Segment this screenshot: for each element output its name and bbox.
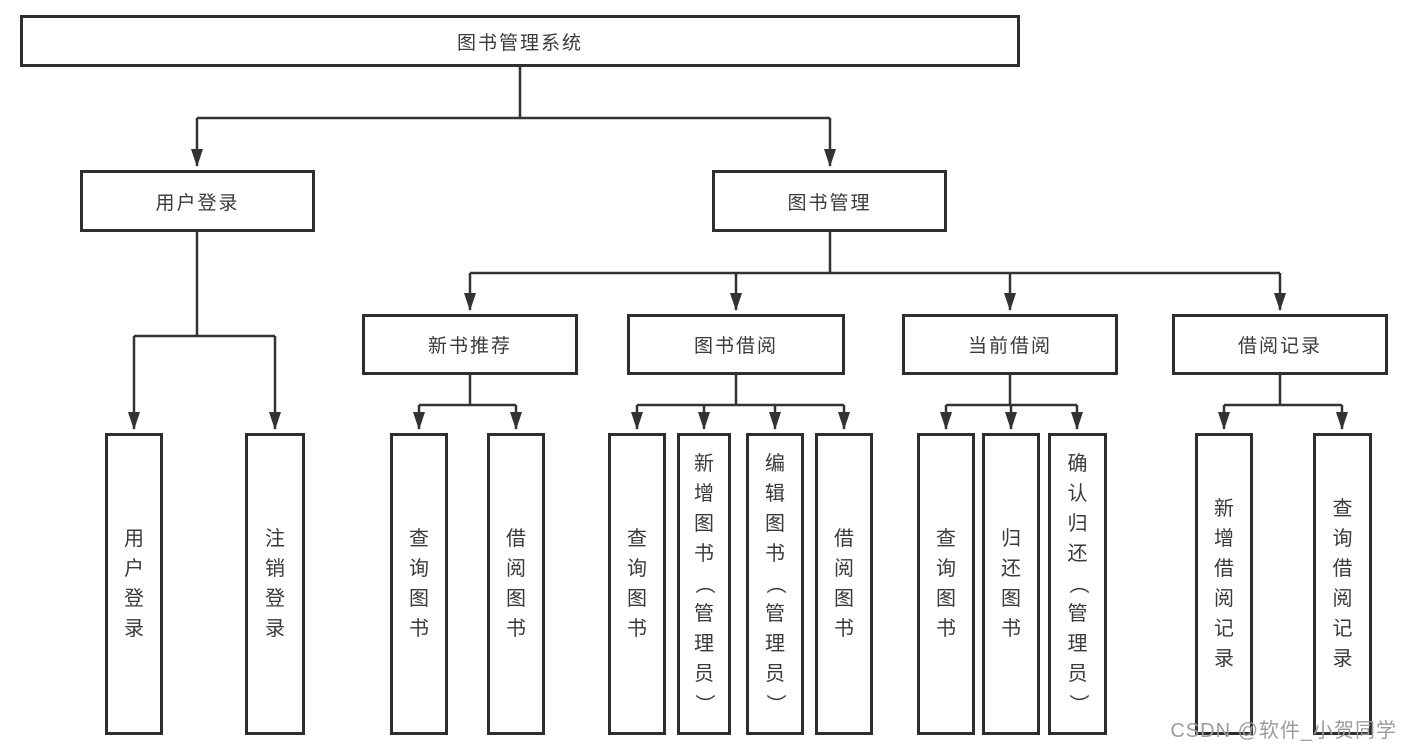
node-library-management-system: 图书管理系统 [20, 15, 1020, 67]
node-label: 新书推荐 [427, 336, 512, 357]
node-label: 借阅图书 [506, 528, 526, 640]
node-label: 借阅图书 [834, 528, 854, 640]
node-leaf-borrow-book-recommend: 借阅图书 [487, 433, 545, 735]
node-label: 用户登录 [124, 528, 144, 640]
node-label: 用户登录 [155, 192, 240, 214]
node-leaf-query-borrow-record: 查询借阅记录 [1313, 433, 1372, 735]
node-borrowing-records: 借阅记录 [1172, 314, 1388, 375]
node-user-login: 用户登录 [80, 170, 315, 232]
node-book-borrowing: 图书借阅 [627, 314, 845, 375]
node-leaf-borrow-book: 借阅图书 [815, 433, 873, 735]
node-new-book-recommend: 新书推荐 [362, 314, 578, 375]
node-label: 借阅记录 [1237, 336, 1322, 357]
node-label: 编辑图书（管理员） [764, 453, 786, 714]
node-leaf-user-login: 用户登录 [105, 433, 163, 735]
node-leaf-confirm-return-admin: 确认归还（管理员） [1048, 433, 1107, 735]
node-label: 当前借阅 [967, 336, 1052, 357]
node-label: 图书借阅 [693, 336, 778, 357]
node-leaf-logout: 注销登录 [245, 433, 305, 735]
watermark: CSDN @软件_小贺同学 [1170, 720, 1397, 742]
node-current-borrowing: 当前借阅 [902, 314, 1118, 375]
node-leaf-return-book: 归还图书 [982, 433, 1040, 735]
node-leaf-edit-book-admin: 编辑图书（管理员） [746, 433, 804, 735]
node-leaf-query-book-borrowing: 查询图书 [608, 433, 666, 735]
node-label: 图书管理 [787, 192, 872, 214]
node-label: 新增图书（管理员） [693, 453, 715, 714]
node-label: 查询借阅记录 [1332, 498, 1353, 670]
node-label: 查询图书 [627, 528, 647, 640]
node-leaf-query-book-current: 查询图书 [917, 433, 975, 735]
node-label: 新增借阅记录 [1214, 498, 1234, 670]
node-label: 查询图书 [409, 528, 429, 640]
node-label: 确认归还（管理员） [1066, 453, 1089, 714]
node-book-management: 图书管理 [712, 170, 947, 232]
node-label: 查询图书 [936, 528, 956, 640]
node-leaf-add-book-admin: 新增图书（管理员） [677, 433, 731, 735]
node-label: 归还图书 [1001, 528, 1021, 640]
node-label: 图书管理系统 [456, 32, 583, 54]
node-leaf-add-borrow-record: 新增借阅记录 [1195, 433, 1253, 735]
node-leaf-query-book-recommend: 查询图书 [390, 433, 448, 735]
node-label: 注销登录 [265, 528, 285, 640]
